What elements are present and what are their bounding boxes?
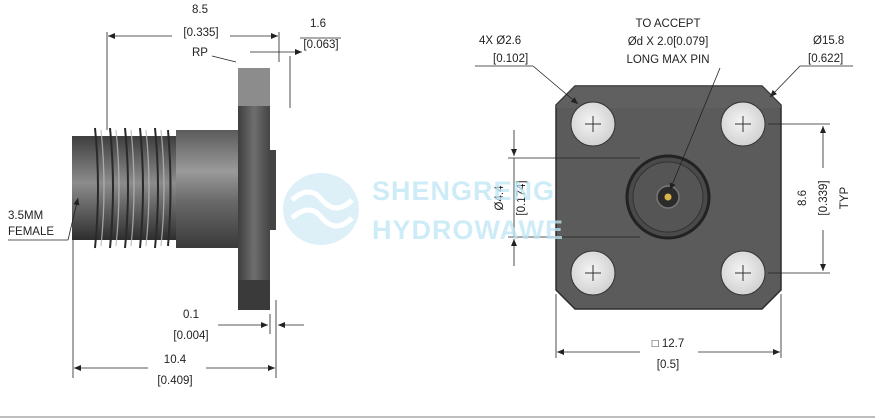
bottom-rule [0, 416, 875, 418]
thread-body [72, 136, 178, 240]
holes-dim-value: 4X Ø2.6 [479, 35, 521, 47]
dielectric-dim-inch: [0.174] [516, 180, 528, 215]
flange [238, 68, 270, 310]
corner-dim-value: Ø15.8 [813, 35, 844, 47]
watermark-logo [283, 173, 359, 245]
mounting-holes [570, 101, 766, 296]
holes-dim-inch: [0.102] [493, 53, 528, 65]
corner-dim-inch: [0.622] [808, 53, 843, 65]
thread-highlights [100, 129, 165, 247]
connector-type-line1: 3.5MM [8, 210, 43, 222]
dim-8-5-inch: [0.335] [183, 27, 218, 39]
watermark-line2: HYDROWAWE [372, 215, 564, 245]
flange-size-inch: [0.5] [657, 359, 679, 371]
dim-1-6-inch: [0.063] [303, 39, 338, 51]
connector-body [176, 130, 240, 248]
dim-0-1-inch: [0.004] [173, 330, 208, 342]
front-view: 4X Ø2.6 [0.102] TO ACCEPT Ød X 2.0[0.079… [475, 18, 858, 372]
hole-spacing-note: TYP [839, 186, 851, 209]
side-view: 8.5 [0.335] 1.6 [0.063] RP 3.5MM FEMALE … [8, 4, 341, 388]
dielectric-dim-value: Ø4.4 [494, 185, 506, 211]
hole-spacing-value: 8.6 [797, 190, 809, 206]
watermark-line1: SHENGRENG [372, 176, 555, 206]
hole-spacing-inch: [0.339] [818, 180, 830, 215]
pin-note-line1: TO ACCEPT [636, 18, 701, 30]
pin-note-line2: Ød X 2.0[0.079] [628, 36, 709, 48]
dim-1-6-value: 1.6 [310, 18, 326, 30]
center-pin [664, 193, 672, 201]
thread-ridges [94, 127, 172, 249]
dim-0-1-value: 0.1 [183, 309, 199, 321]
dim-10-4-inch: [0.409] [157, 375, 192, 387]
connector-type-line2: FEMALE [8, 226, 54, 238]
watermark: SHENGRENG HYDROWAWE [283, 173, 564, 245]
reference-plane-label: RP [192, 47, 208, 59]
dim-8-5-value: 8.5 [192, 4, 208, 16]
flange-size-value: □ 12.7 [652, 338, 685, 350]
pin-note-line3: LONG MAX PIN [626, 54, 709, 66]
dim-10-4-value: 10.4 [164, 354, 187, 366]
